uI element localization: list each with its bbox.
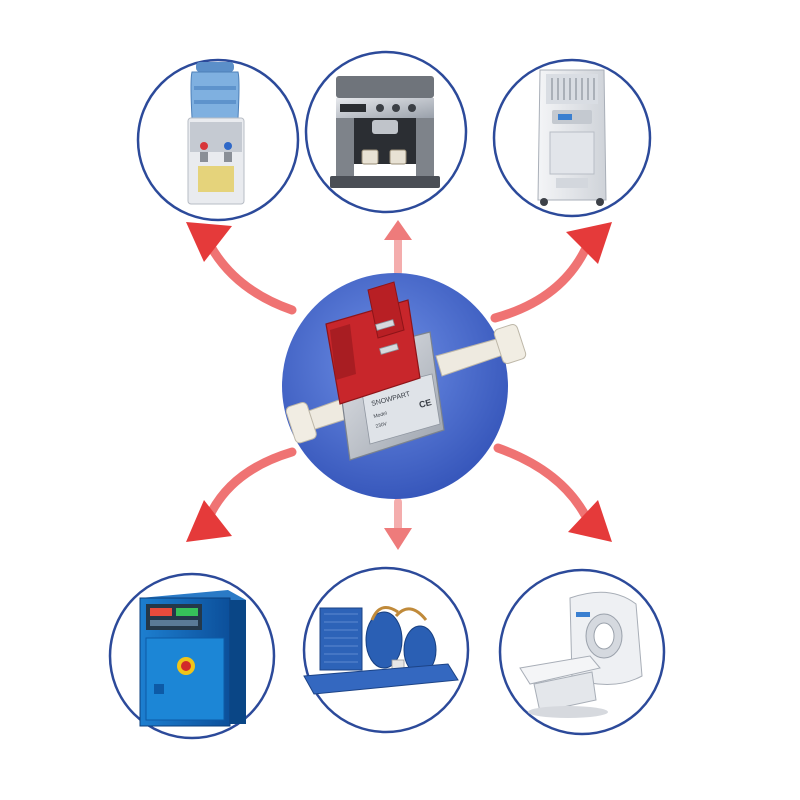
- svg-text:230V: 230V: [375, 421, 388, 430]
- arrow-to-air-cooler: [490, 222, 612, 323]
- mold-controller-circle: [108, 572, 276, 740]
- coffee-machine-image: [330, 76, 440, 188]
- pump-image: SNOWPART Model 230V CE: [285, 281, 527, 461]
- air-cooler-circle: [492, 58, 652, 218]
- coffee-machine-circle: [304, 50, 468, 214]
- mold-controller-image: [139, 590, 246, 727]
- arrow-to-mold-controller: [186, 447, 297, 542]
- medical-scanner-image: [519, 591, 643, 718]
- svg-text:CE: CE: [418, 397, 433, 410]
- pump-center-circle: SNOWPART Model 230V CE: [282, 273, 527, 499]
- compressor-circle: [302, 566, 470, 734]
- water-dispenser-circle: [136, 58, 300, 222]
- arrow-to-compressor: [384, 498, 412, 550]
- svg-text:Model: Model: [373, 411, 388, 420]
- arrow-to-water-dispenser: [186, 222, 297, 315]
- air-cooler-image: [537, 69, 607, 206]
- medical-scanner-circle: [498, 568, 666, 736]
- water-dispenser-image: [187, 62, 245, 205]
- compressor-image: [303, 606, 459, 695]
- arrow-to-coffee-machine: [384, 220, 412, 276]
- arrow-to-medical-scanner: [493, 443, 612, 542]
